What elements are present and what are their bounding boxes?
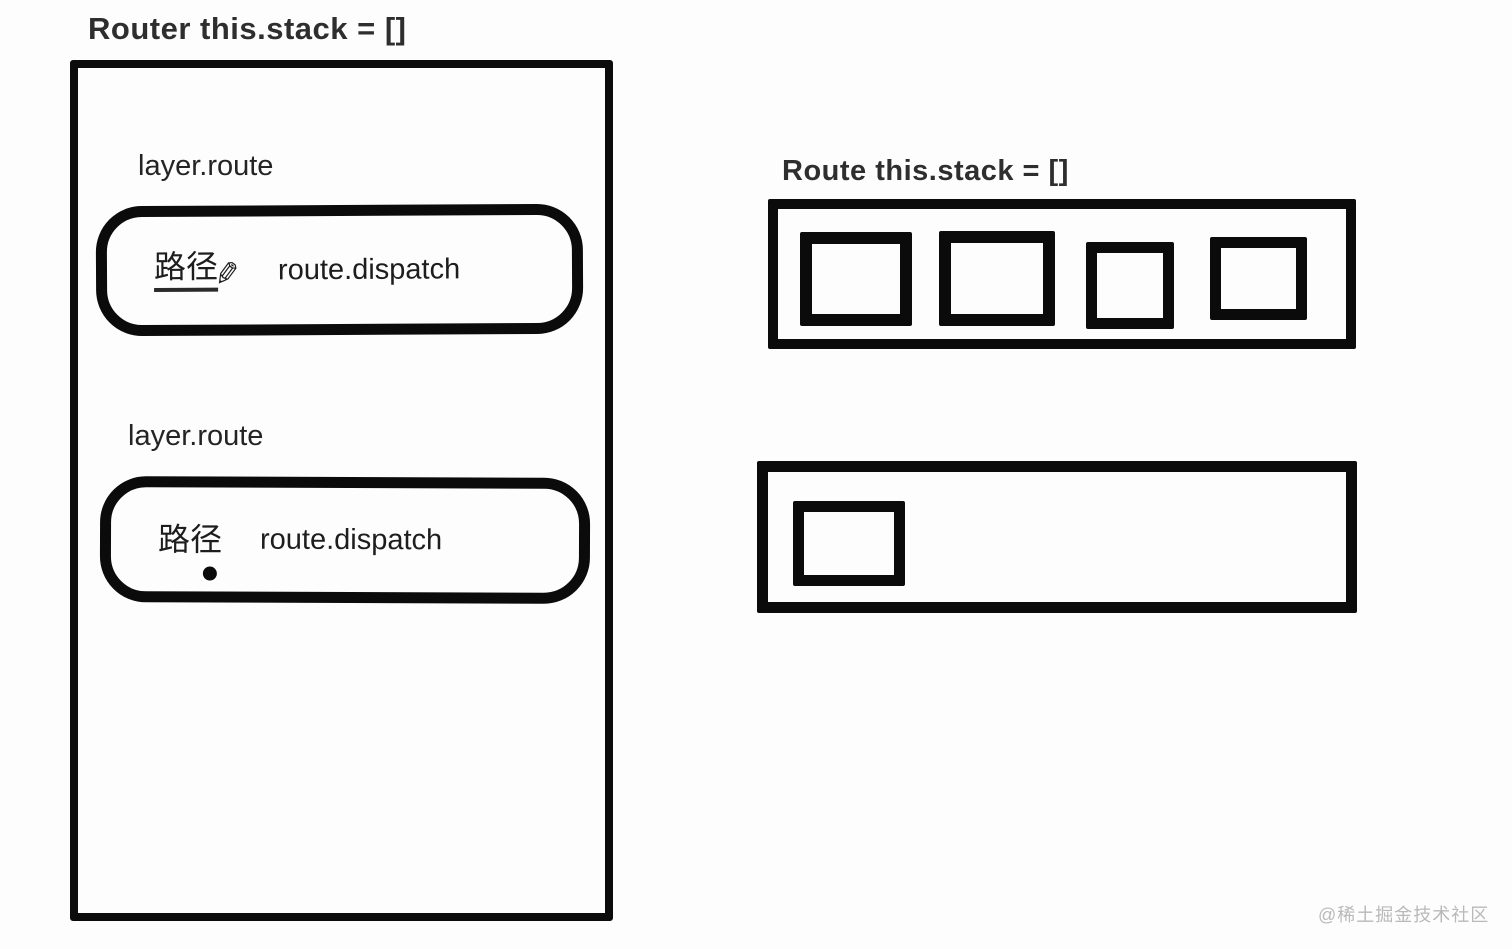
route-dispatch-label: route.dispatch xyxy=(259,523,443,556)
route-stack-box-full xyxy=(768,199,1356,349)
stack-slot-box xyxy=(1210,237,1307,320)
route-dispatch-label: route.dispatch xyxy=(277,252,461,286)
router-stack-title: Router this.stack = [] xyxy=(88,11,407,46)
router-stack-box: layer.route 路径 ✎ route.dispatch layer.ro… xyxy=(70,60,613,921)
route-stack-title: Route this.stack = [] xyxy=(782,155,1069,187)
stack-slot-box xyxy=(1086,242,1174,329)
route-stack-box-single xyxy=(757,461,1357,613)
stack-slot-box xyxy=(800,232,912,326)
watermark: @稀土掘金技术社区 xyxy=(1318,905,1490,925)
stack-slot-box xyxy=(793,501,905,586)
layer-route-label: layer.route xyxy=(128,420,264,452)
layer-route-label: layer.route xyxy=(138,150,274,182)
layer-route-pill: 路径 ✎ route.dispatch xyxy=(95,203,584,337)
path-label: 路径 xyxy=(157,521,223,558)
cursor-dot xyxy=(202,566,217,581)
stack-slot-box xyxy=(939,231,1055,326)
path-label: 路径 xyxy=(154,248,219,292)
layer-route-pill: 路径 route.dispatch xyxy=(99,476,591,604)
pencil-icon: ✎ xyxy=(211,254,243,293)
